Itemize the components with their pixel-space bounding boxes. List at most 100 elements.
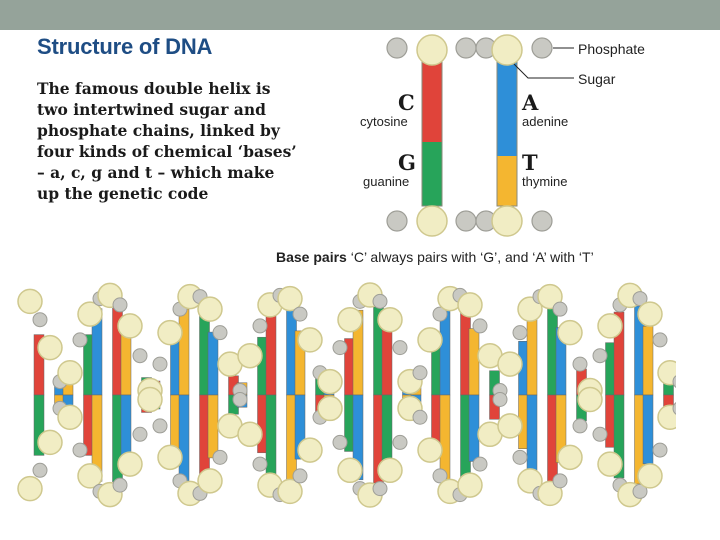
helix-phosphate bbox=[212, 325, 228, 341]
base-pairs-caption: Base pairs ‘C’ always pairs with ‘G’, an… bbox=[276, 249, 594, 265]
helix-sugar bbox=[277, 478, 303, 505]
helix-phosphate bbox=[252, 456, 268, 472]
helix-base-guanine bbox=[33, 394, 45, 456]
helix-backbone bbox=[17, 282, 688, 508]
at-base-pair bbox=[496, 61, 518, 207]
helix-phosphate bbox=[372, 481, 388, 497]
helix-phosphate bbox=[232, 391, 248, 407]
double-helix bbox=[17, 282, 688, 508]
thymine-letter: T bbox=[522, 150, 538, 175]
helix-phosphate bbox=[432, 468, 448, 484]
helix-sugar bbox=[317, 368, 343, 395]
helix-phosphate bbox=[332, 434, 348, 450]
helix-sugar bbox=[237, 421, 263, 448]
helix-sugar bbox=[57, 404, 83, 431]
helix-phosphate bbox=[592, 348, 608, 364]
helix-phosphate bbox=[112, 477, 128, 493]
helix-phosphate bbox=[652, 442, 668, 458]
helix-base-adenine bbox=[642, 394, 654, 464]
helix-sugar bbox=[517, 296, 543, 322]
cytosine-letter: C bbox=[398, 90, 415, 115]
helix-phosphate bbox=[512, 325, 528, 341]
helix-sugar bbox=[137, 386, 163, 413]
helix-base-adenine bbox=[526, 394, 538, 479]
helix-base-adenine bbox=[294, 394, 306, 460]
caption-text: ‘C’ always pairs with ‘G’, and ‘A’ with … bbox=[347, 249, 594, 265]
helix-sugar bbox=[57, 359, 83, 386]
helix-base-thymine bbox=[439, 394, 451, 480]
helix-sugar bbox=[377, 457, 403, 484]
helix-sugar bbox=[497, 413, 523, 439]
cytosine-bar bbox=[422, 62, 442, 142]
helix-phosphate bbox=[152, 356, 168, 372]
helix-sugar bbox=[17, 475, 43, 502]
sugar-nodes bbox=[416, 34, 523, 237]
helix-base-adenine bbox=[120, 394, 132, 457]
helix-sugar bbox=[197, 468, 223, 494]
helix-phosphate bbox=[492, 391, 508, 407]
helix-sugar bbox=[337, 457, 363, 484]
description-text: The famous double helix is two intertwin… bbox=[37, 79, 297, 203]
helix-sugar bbox=[497, 351, 523, 377]
helix-phosphate bbox=[212, 449, 228, 465]
helix-phosphate bbox=[552, 301, 568, 317]
helix-phosphate bbox=[252, 318, 268, 334]
bottom-phosphate-row bbox=[386, 210, 553, 232]
helix-base-adenine bbox=[178, 394, 190, 482]
helix-base-thymine bbox=[526, 311, 538, 396]
helix-phosphate bbox=[572, 356, 588, 372]
sugar-label: Sugar bbox=[578, 71, 616, 87]
helix-phosphate bbox=[372, 293, 388, 309]
helix-sugar bbox=[297, 327, 323, 353]
helix-phosphate bbox=[472, 456, 488, 472]
helix-phosphate bbox=[472, 318, 488, 334]
adenine-letter: A bbox=[521, 90, 539, 115]
helix-phosphate bbox=[412, 365, 428, 381]
helix-phosphate bbox=[432, 306, 448, 322]
guanine-letter: G bbox=[398, 150, 416, 175]
cytosine-name: cytosine bbox=[360, 114, 408, 129]
right-margin bbox=[676, 30, 720, 540]
helix-sugar bbox=[237, 342, 263, 369]
top-band bbox=[0, 0, 720, 30]
helix-phosphate bbox=[132, 348, 148, 364]
helix-sugar bbox=[537, 283, 563, 310]
helix-phosphate bbox=[32, 312, 48, 328]
helix-sugar bbox=[417, 437, 443, 463]
helix-base-cytosine bbox=[265, 309, 277, 396]
helix-sugar bbox=[337, 306, 363, 333]
helix-phosphate bbox=[112, 297, 128, 313]
top-phosphate-row bbox=[386, 37, 553, 59]
guanine-bar bbox=[422, 142, 442, 206]
helix-sugar bbox=[597, 313, 623, 339]
helix-phosphate bbox=[32, 462, 48, 478]
helix-phosphate bbox=[292, 306, 308, 322]
helix-phosphate bbox=[652, 332, 668, 348]
helix-phosphate bbox=[512, 449, 528, 465]
guanine-name: guanine bbox=[363, 174, 409, 189]
helix-base-adenine bbox=[468, 394, 480, 462]
helix-base-thymine bbox=[178, 308, 190, 396]
helix-sugar bbox=[637, 463, 663, 489]
helix-base-adenine bbox=[207, 331, 219, 396]
helix-sugar bbox=[17, 288, 43, 315]
helix-sugar bbox=[637, 301, 663, 327]
helix-sugar bbox=[117, 313, 143, 339]
helix-base-guanine bbox=[381, 394, 393, 461]
helix-sugar bbox=[417, 327, 443, 353]
helix-sugar bbox=[597, 451, 623, 477]
helix-sugar bbox=[317, 395, 343, 422]
helix-sugar bbox=[577, 386, 603, 413]
helix-sugar bbox=[457, 472, 483, 498]
helix-sugar bbox=[377, 306, 403, 333]
helix-phosphate bbox=[72, 332, 88, 348]
adenine-name: adenine bbox=[522, 114, 568, 129]
helix-sugar bbox=[117, 451, 143, 477]
helix-phosphate bbox=[392, 434, 408, 450]
helix-sugar bbox=[537, 480, 563, 507]
helix-phosphate bbox=[132, 426, 148, 442]
helix-base-thymine bbox=[207, 394, 219, 459]
helix-phosphate bbox=[632, 291, 648, 307]
helix-sugar bbox=[77, 463, 103, 489]
